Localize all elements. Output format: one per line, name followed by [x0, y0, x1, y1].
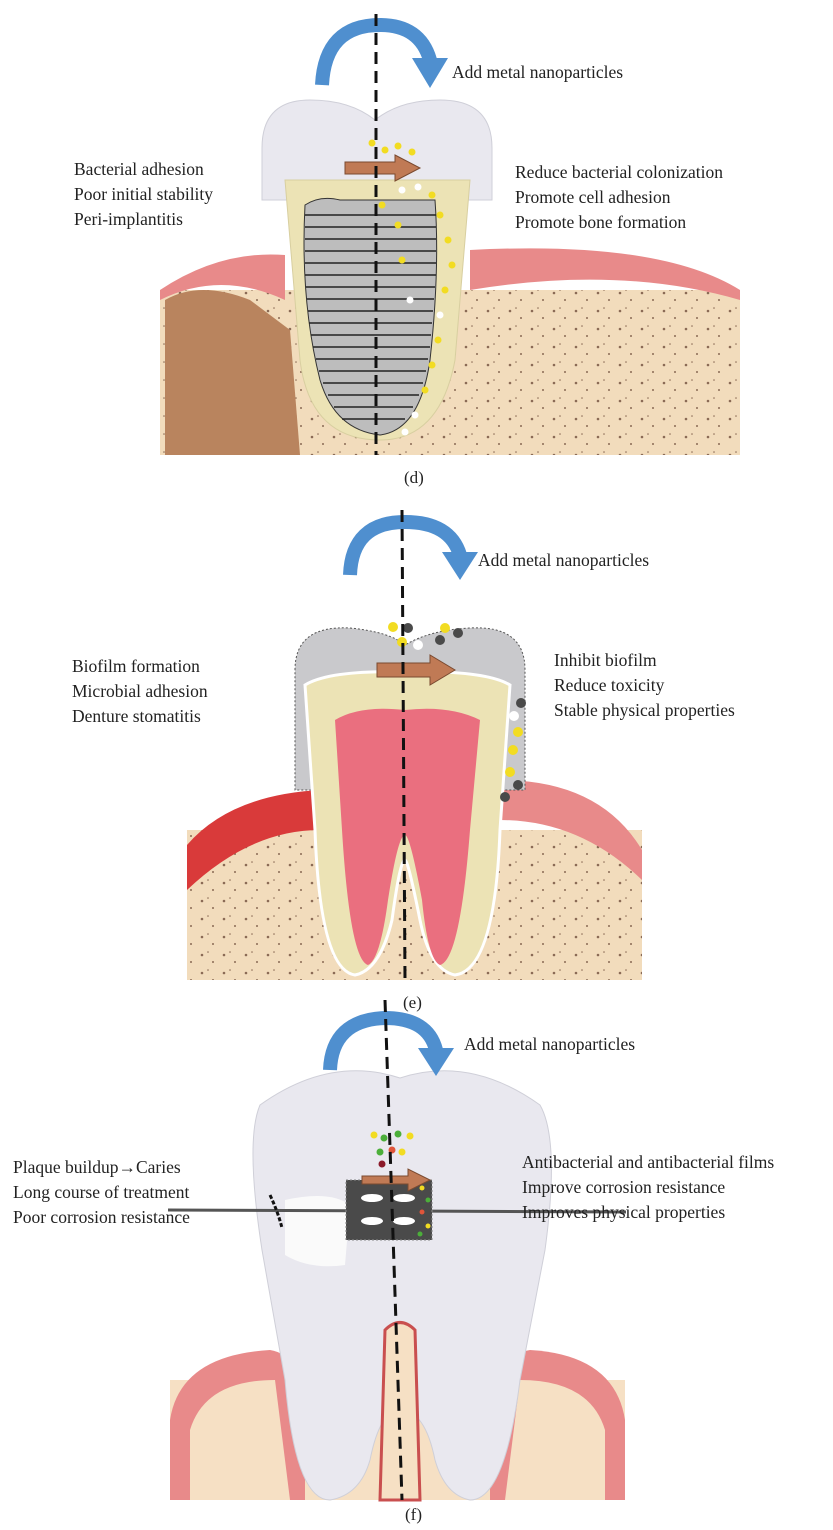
panel-e-illustration [0, 500, 833, 1000]
problem-item: Plaque buildup→Caries [13, 1155, 190, 1180]
benefit-item: Improves physical properties [522, 1200, 774, 1225]
action-label-f: Add metal nanoparticles [464, 1032, 635, 1057]
caption-f: (f) [405, 1505, 422, 1525]
benefit-item: Reduce bacterial colonization [515, 160, 723, 185]
problem-item: Denture stomatitis [72, 704, 208, 729]
blue-arrow-e [350, 522, 460, 575]
problem-item: Biofilm formation [72, 654, 208, 679]
panel-f-illustration [0, 1000, 833, 1530]
problem-item: Poor corrosion resistance [13, 1205, 190, 1230]
problem-item: Poor initial stability [74, 182, 213, 207]
problem-list-d: Bacterial adhesion Poor initial stabilit… [74, 157, 213, 232]
action-label-e: Add metal nanoparticles [478, 548, 649, 573]
benefit-item: Promote bone formation [515, 210, 723, 235]
benefit-item: Improve corrosion resistance [522, 1175, 774, 1200]
panel-d: Add metal nanoparticles Bacterial adhesi… [0, 0, 833, 500]
benefit-item: Antibacterial and antibacterial films [522, 1150, 774, 1175]
demineralized-spot [285, 1196, 350, 1266]
benefit-item: Stable physical properties [554, 698, 735, 723]
benefit-item: Inhibit biofilm [554, 648, 735, 673]
benefit-list-f: Antibacterial and antibacterial films Im… [522, 1150, 774, 1225]
problem-item: Bacterial adhesion [74, 157, 213, 182]
benefit-item: Promote cell adhesion [515, 185, 723, 210]
benefit-list-e: Inhibit biofilm Reduce toxicity Stable p… [554, 648, 735, 723]
action-label-d: Add metal nanoparticles [452, 60, 623, 85]
problem-list-f: Plaque buildup→Caries Long course of tre… [13, 1155, 190, 1230]
benefit-item: Reduce toxicity [554, 673, 735, 698]
caption-d: (d) [404, 468, 424, 488]
problem-item: Microbial adhesion [72, 679, 208, 704]
root-center [380, 1323, 420, 1501]
blue-arrow-f [330, 1018, 436, 1070]
problem-item: Peri-implantitis [74, 207, 213, 232]
panel-d-illustration [0, 0, 833, 500]
problem-list-e: Biofilm formation Microbial adhesion Den… [72, 654, 208, 729]
panel-e: Add metal nanoparticles Biofilm formatio… [0, 500, 833, 1000]
benefit-list-d: Reduce bacterial colonization Promote ce… [515, 160, 723, 235]
problem-item: Long course of treatment [13, 1180, 190, 1205]
orthodontic-bracket [346, 1180, 432, 1240]
panel-f: Add metal nanoparticles Plaque buildup→C… [0, 1000, 833, 1530]
